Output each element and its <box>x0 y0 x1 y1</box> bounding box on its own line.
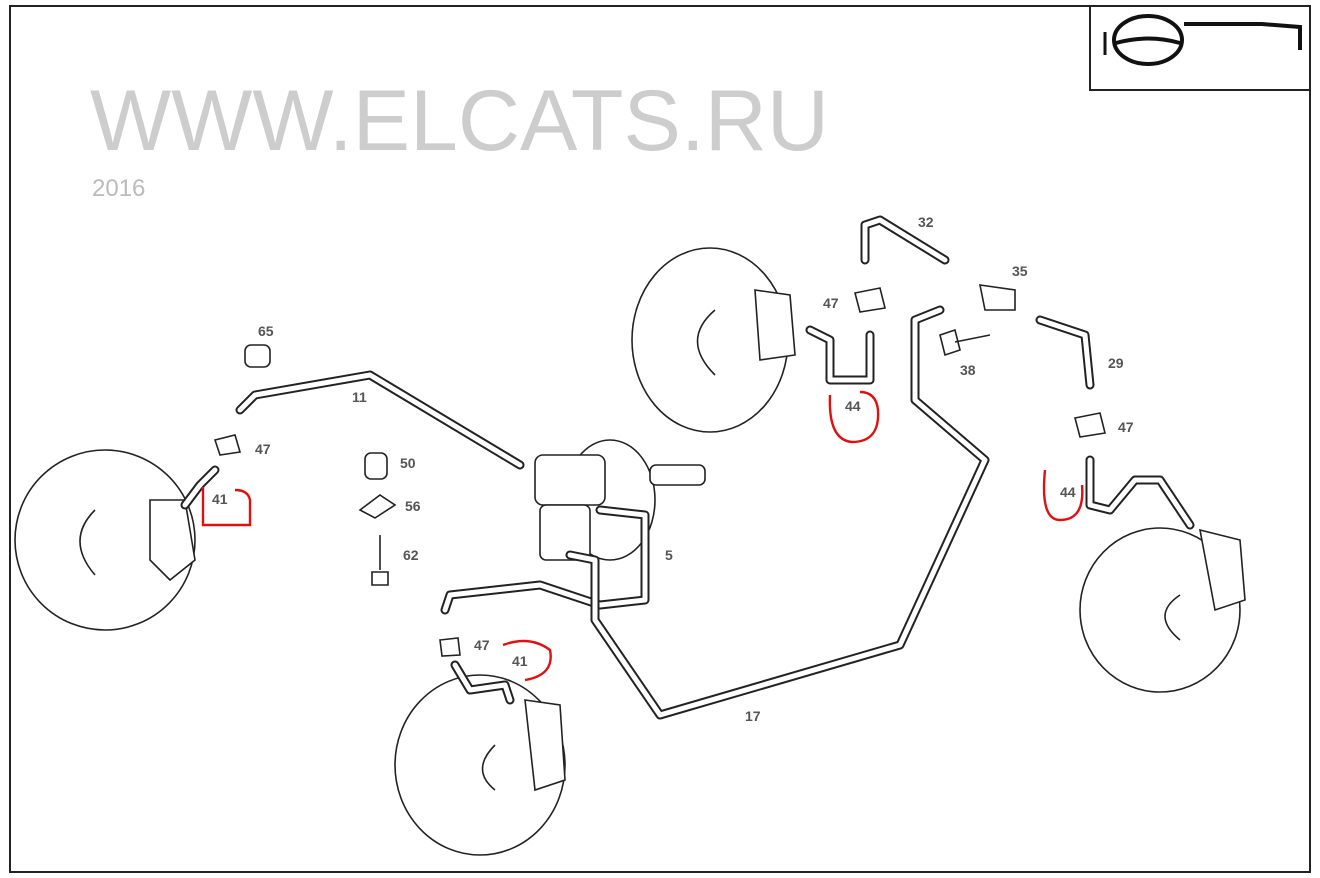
distributor-35 <box>978 284 1016 311</box>
brake-disc-front-right <box>394 674 566 856</box>
part-label-17[interactable]: 17 <box>745 708 761 724</box>
part-label-47[interactable]: 47 <box>823 295 839 311</box>
part-label-47[interactable]: 47 <box>1118 419 1134 435</box>
highlight-44-rear-right <box>1042 469 1084 522</box>
part-label-32[interactable]: 32 <box>918 214 934 230</box>
clip-47 <box>1074 412 1106 438</box>
part-label-38[interactable]: 38 <box>960 362 976 378</box>
clip-47 <box>439 637 461 657</box>
part-label-47[interactable]: 47 <box>255 441 271 457</box>
part-label-65[interactable]: 65 <box>258 323 274 339</box>
brake-pipes <box>180 215 1195 720</box>
part-label-41[interactable]: 41 <box>212 491 228 507</box>
part-label-35[interactable]: 35 <box>1012 263 1028 279</box>
highlight-41-left <box>201 487 252 527</box>
part-label-62[interactable]: 62 <box>403 547 419 563</box>
bush-50 <box>364 452 388 480</box>
steering-wheel-icon <box>1089 6 1310 91</box>
brake-disc-rear-left <box>631 247 796 433</box>
part-label-11[interactable]: 11 <box>352 389 367 405</box>
brake-master-cylinder <box>534 439 706 561</box>
part-label-44[interactable]: 44 <box>1060 484 1076 500</box>
screw-62 <box>371 535 389 586</box>
part-label-29[interactable]: 29 <box>1108 355 1124 371</box>
clip-47 <box>213 434 242 456</box>
brake-disc-front-left <box>14 449 196 631</box>
brake-disc-rear-right <box>1079 527 1246 693</box>
watermark-year: 2016 <box>92 175 145 202</box>
bolt-38 <box>939 328 991 357</box>
red-highlight-marks <box>201 390 1084 682</box>
clip-56 <box>358 494 397 519</box>
part-label-41[interactable]: 41 <box>512 653 528 669</box>
highlight-44-rear-left <box>828 390 880 444</box>
part-label-5[interactable]: 5 <box>665 547 673 563</box>
part-label-56[interactable]: 56 <box>405 498 421 514</box>
part-label-50[interactable]: 50 <box>400 455 416 471</box>
small-parts <box>213 284 1106 657</box>
part-labels: 65 11 47 50 41 56 62 5 47 41 17 32 35 47… <box>212 214 1134 724</box>
watermark: WWW.ELCATS.RU <box>90 73 829 169</box>
part-label-47[interactable]: 47 <box>474 637 490 653</box>
diagram-frame <box>9 5 1311 873</box>
highlight-41-front <box>502 639 552 682</box>
grommet-65 <box>244 344 271 368</box>
part-label-44[interactable]: 44 <box>845 398 861 414</box>
clip-47 <box>854 287 886 313</box>
